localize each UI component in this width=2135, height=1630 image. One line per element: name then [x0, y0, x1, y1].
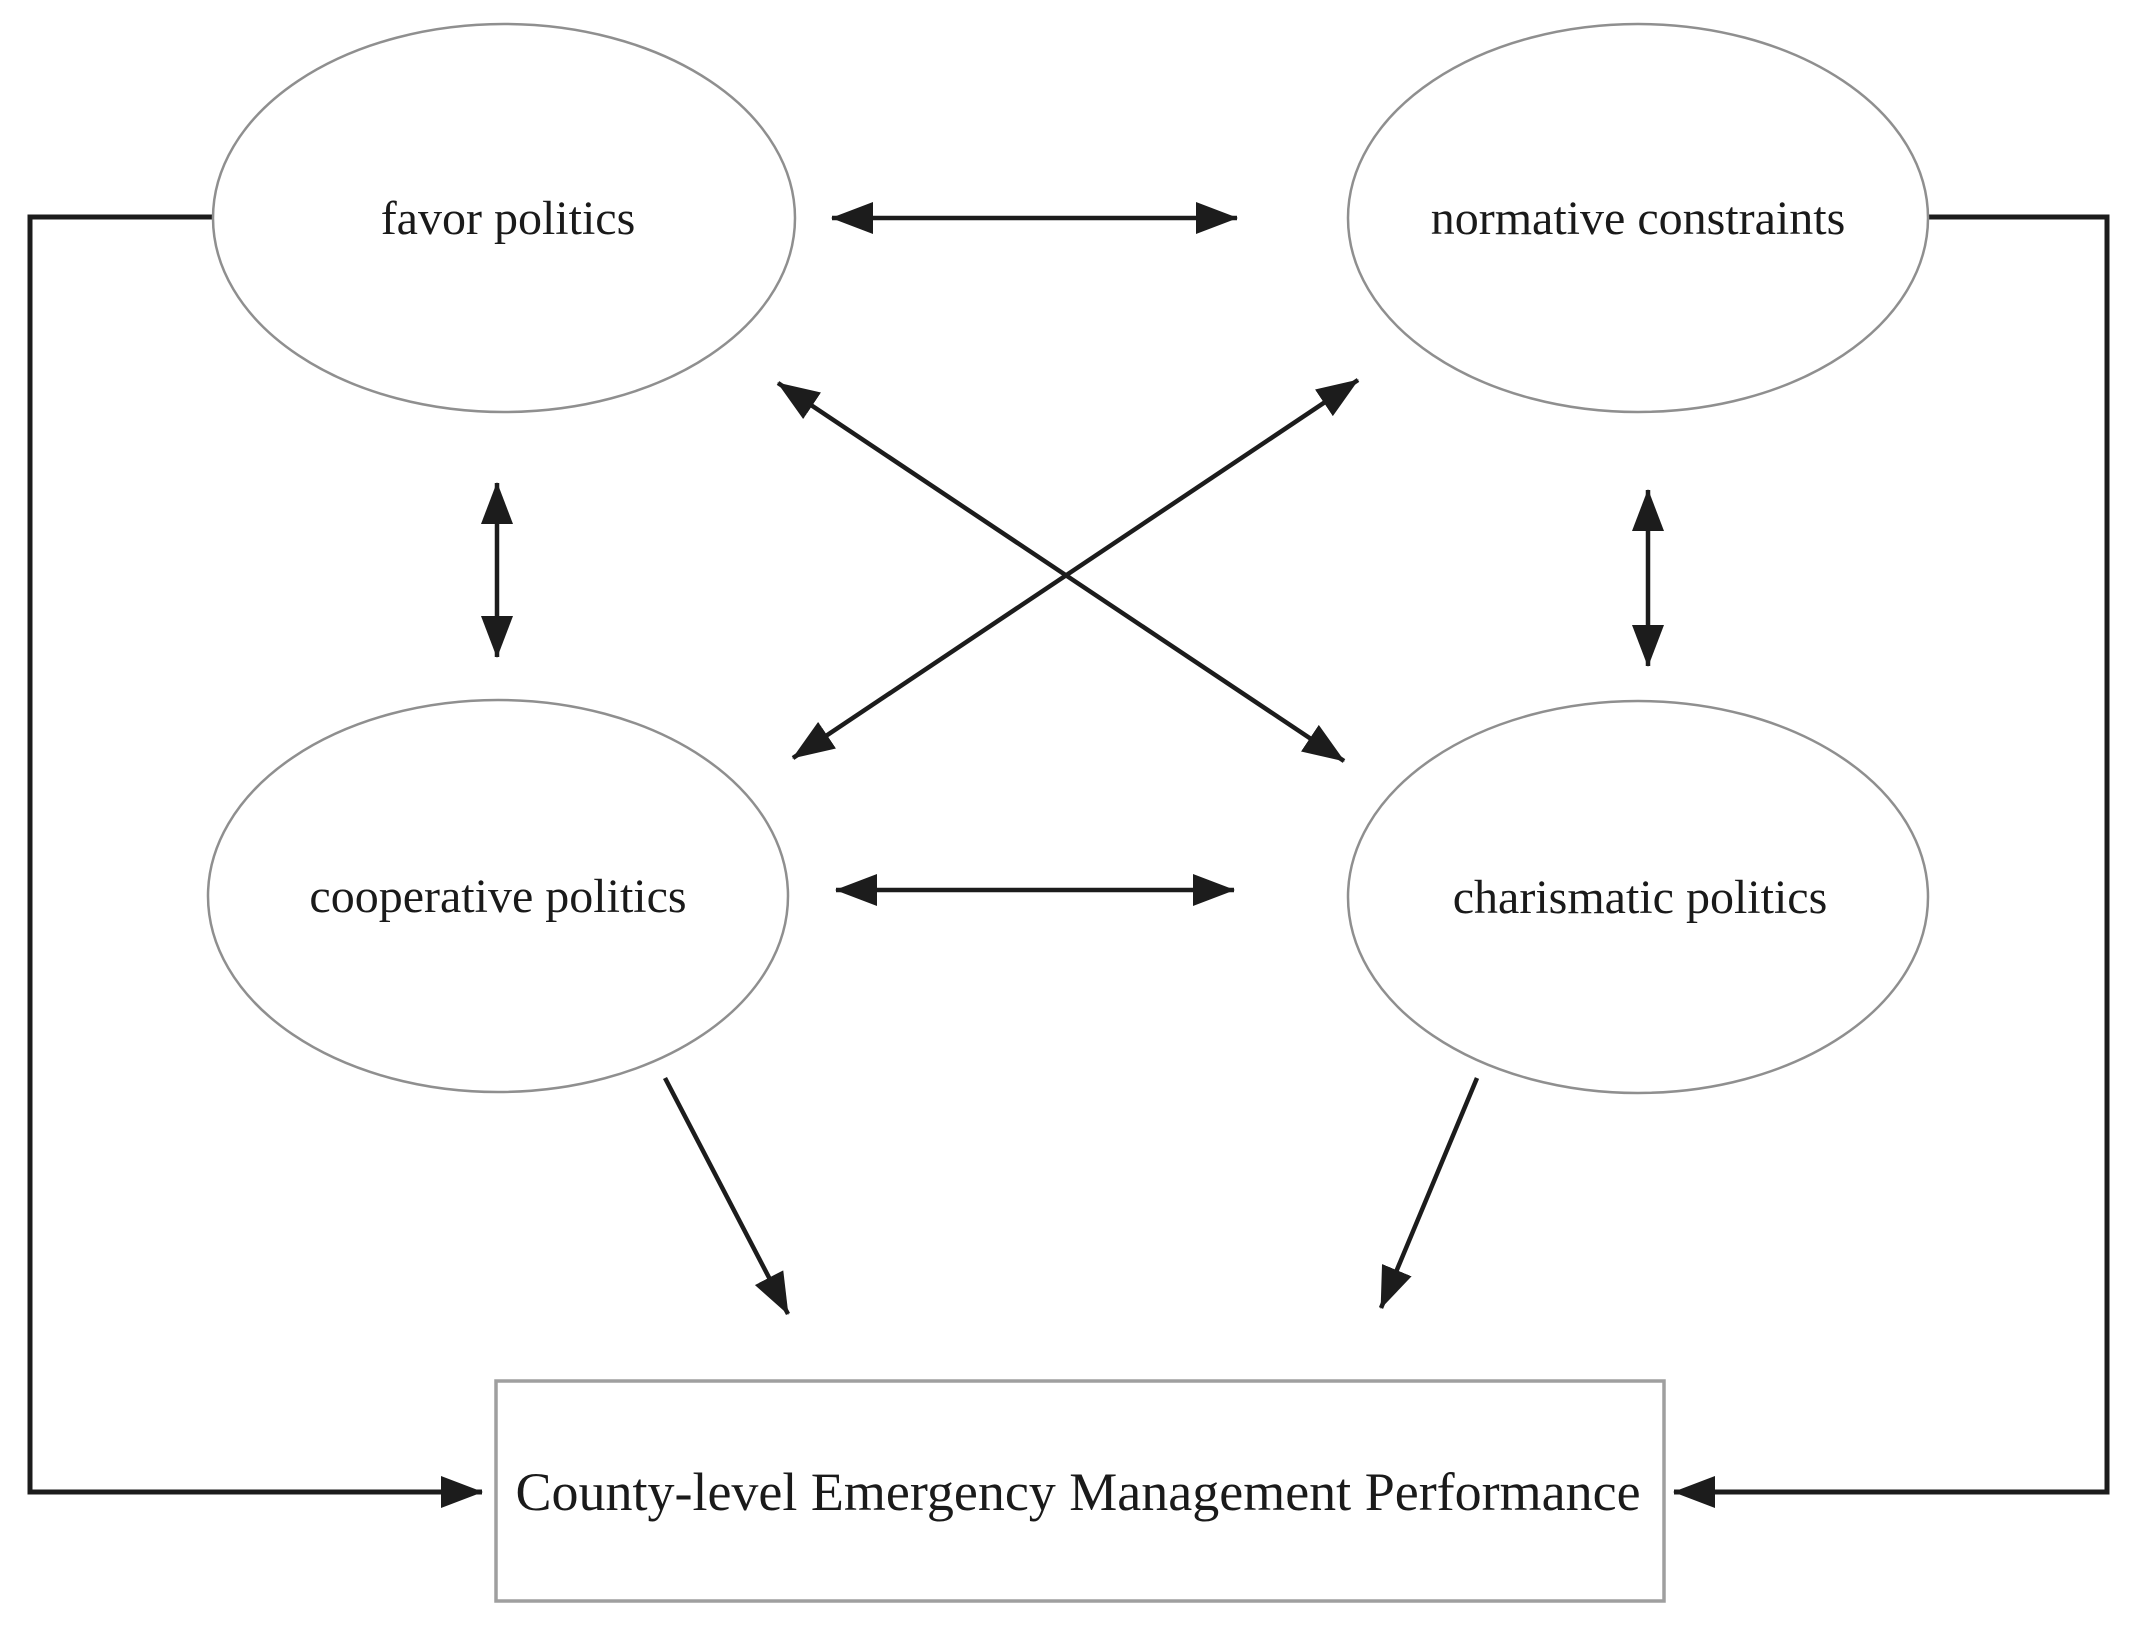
edge-normative-cooperative	[791, 378, 1360, 760]
label-cooperative-politics: cooperative politics	[309, 870, 686, 923]
edge-favor-charismatic	[776, 381, 1346, 763]
edge-normative-to-performance	[1673, 214, 2110, 1508]
edge-favor-to-performance	[27, 214, 483, 1508]
node-normative-constraints-ellipse	[1346, 22, 1930, 414]
label-favor-politics: favor politics	[381, 192, 636, 245]
node-charismatic-politics-ellipse	[1346, 699, 1930, 1095]
node-favor-politics-ellipse	[211, 22, 797, 414]
node-cooperative-politics-ellipse	[206, 698, 790, 1094]
label-charismatic-politics: charismatic politics	[1453, 871, 1828, 924]
label-normative-constraints: normative constraints	[1431, 192, 1846, 245]
node-performance-rect	[494, 1379, 1666, 1603]
label-performance: County-level Emergency Management Perfor…	[515, 1462, 1640, 1522]
edge-cooperative-to-performance	[663, 1076, 790, 1316]
edge-charismatic-to-performance	[1378, 1077, 1480, 1309]
